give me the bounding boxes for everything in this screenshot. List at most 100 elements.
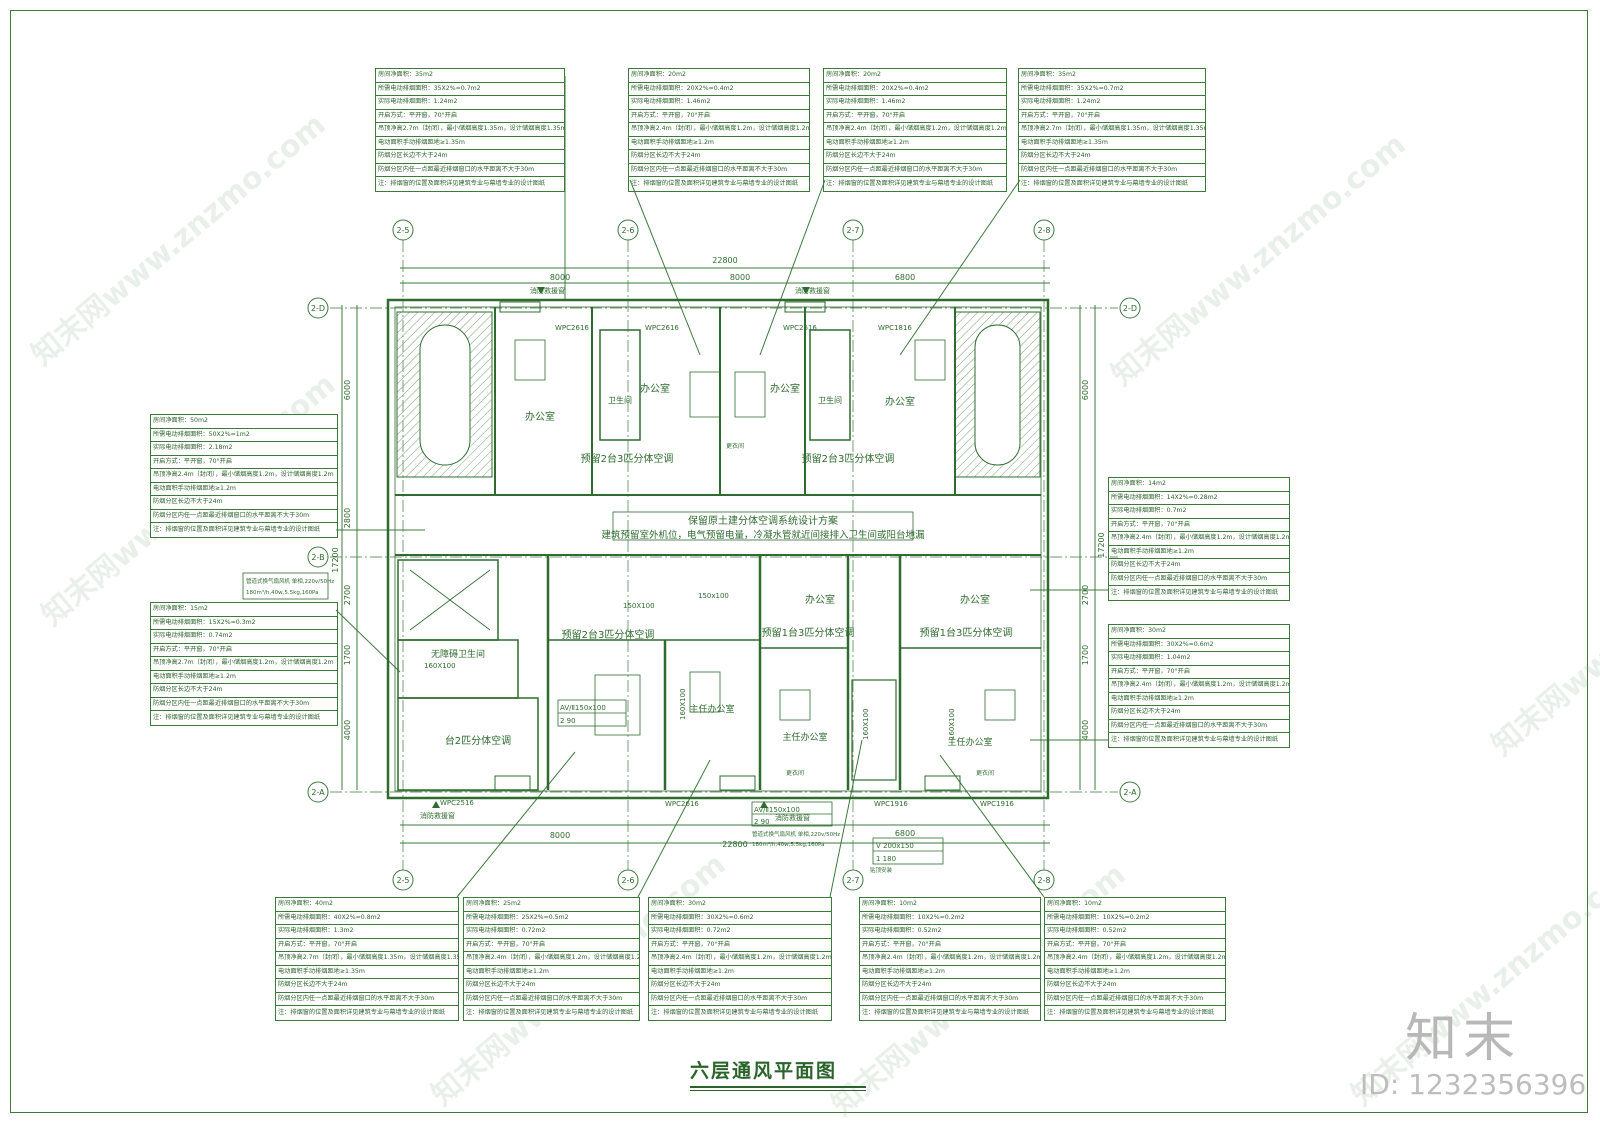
- spec-row: 实际电动排烟面积：0.52m2: [860, 925, 1040, 939]
- spec-row: 电动面积手动排烟距地≥1.35m: [276, 966, 458, 979]
- spec-row: 实际电动排烟面积：1.46m2: [629, 96, 809, 110]
- spec-row: 防烟分区长边不大于24m: [151, 496, 337, 510]
- spec-row: 吊顶净高2.4m（封闭），最小储烟高度1.2m，设计储烟高度1.2m: [1109, 679, 1289, 693]
- axis-label: 2-D: [311, 304, 325, 313]
- spec-row: 吊顶净高2.4m（封闭），最小储烟高度1.2m，设计储烟高度1.2m: [1045, 952, 1225, 966]
- ac-note: 预留2台3匹分体空调: [562, 628, 655, 641]
- spec-row: 防烟分区内任一点距最近排烟窗口的水平距离不大于30m: [1045, 993, 1225, 1006]
- spec-row: 防烟分区内任一点距最近排烟窗口的水平距离不大于30m: [151, 698, 337, 711]
- spec-row: 注：排烟窗的位置及面积详见建筑专业与幕墙专业的设计图纸: [378, 179, 546, 187]
- spec-row: 房间净面积：20m2: [629, 69, 809, 83]
- dimension-label: 8000: [550, 273, 570, 282]
- id-label: ID: 1232356396: [1360, 1068, 1587, 1101]
- spec-row: 开启方式：平开窗，70°开启: [629, 110, 809, 123]
- dimension-label: 2700: [343, 585, 352, 605]
- axis-label: 2-5: [396, 876, 409, 885]
- spec-row: 防烟分区长边不大于24m: [1045, 979, 1225, 993]
- av-label: 2 90: [754, 818, 770, 826]
- fan-spec: 管道式换气扇风机 单相,220v/50Hz: [246, 577, 334, 585]
- spec-row: 电动面积手动排烟距地≥1.2m: [860, 966, 1040, 979]
- spec-row: 吊顶净高2.4m（封闭），最小储烟高度1.2m，设计储烟高度1.2m: [151, 469, 337, 483]
- spec-row: 开启方式：平开窗，70°开启: [151, 456, 337, 469]
- drawing-title: 六层通风平面图: [690, 1060, 838, 1082]
- room-label-accessible-toilet: 无障碍卫生间: [431, 648, 485, 660]
- spec-row: 房间净面积：30m2: [649, 898, 831, 912]
- spec-row: 防烟分区内任一点距最近排烟窗口的水平距离不大于30m: [376, 164, 564, 177]
- spec-row: 注：排烟窗的位置及面积详见建筑专业与幕墙专业的设计图纸: [153, 525, 321, 533]
- room-label-office: 办公室: [770, 382, 800, 395]
- room-label-office: 办公室: [525, 410, 555, 423]
- spec-row: 电动面积手动排烟距地≥1.35m: [1019, 137, 1205, 150]
- spec-row: 防烟分区内任一点距最近排烟窗口的水平距离不大于30m: [1109, 720, 1289, 733]
- spec-row: 开启方式：平开窗，70°开启: [649, 939, 831, 952]
- spec-row: 吊顶净高2.4m（封闭），最小储烟高度1.2m，设计储烟高度1.2m: [649, 952, 831, 966]
- room-label-toilet: 卫生间: [818, 395, 842, 405]
- spec-row: 所需电动排烟面积：30X2%=0.6m2: [1109, 639, 1289, 652]
- spec-row: 电动面积手动排烟距地≥1.2m: [824, 137, 1006, 150]
- axis-label: 2-A: [311, 788, 325, 797]
- spec-row: 所需电动排烟面积：14X2%=0.28m2: [1109, 492, 1289, 505]
- spec-row: 开启方式：平开窗，70°开启: [151, 644, 337, 657]
- spec-row: 防烟分区内任一点距最近排烟窗口的水平距离不大于30m: [824, 164, 1006, 177]
- spec-row: 实际电动排烟面积：2.18m2: [151, 442, 337, 456]
- dimension-label: 2700: [1081, 585, 1090, 605]
- dimension-label: 6800: [895, 273, 915, 282]
- title-underline: [690, 1090, 866, 1091]
- room-label-dressing: 更衣间: [786, 769, 804, 777]
- spec-row: 防烟分区长边不大于24m: [824, 150, 1006, 164]
- room-label-office: 办公室: [885, 395, 915, 408]
- room-label-office: 办公室: [640, 382, 670, 395]
- spec-row: 防烟分区内任一点距最近排烟窗口的水平距离不大于30m: [629, 164, 809, 177]
- av-label: 2 90: [560, 717, 576, 725]
- duct-label: 160X100: [424, 662, 456, 670]
- ac-note: 预留2台3匹分体空调: [802, 452, 895, 465]
- dimension-label: 8000: [550, 831, 570, 840]
- spec-row: 房间净面积：25m2: [464, 898, 639, 912]
- spec-row: 防烟分区长边不大于24m: [376, 150, 564, 164]
- spec-row: 实际电动排烟面积：0.74m2: [151, 630, 337, 644]
- dimension-label: 22800: [712, 256, 737, 265]
- spec-row: 所需电动排烟面积：20X2%=0.4m2: [824, 83, 1006, 96]
- spec-row: 开启方式：平开窗，70°开启: [1109, 666, 1289, 679]
- axis-label: 2-B: [311, 553, 324, 562]
- spec-row: 所需电动排烟面积：30X2%=0.6m2: [649, 912, 831, 925]
- room-label-director: 主任办公室: [782, 731, 827, 743]
- av-label: AV/Ⅱ150x100: [754, 806, 800, 814]
- spec-row: 实际电动排烟面积：1.24m2: [1019, 96, 1205, 110]
- dimension-label: 6000: [1081, 380, 1090, 400]
- spec-row: 所需电动排烟面积：50X2%=1m2: [151, 429, 337, 442]
- design-note: 保留原土建分体空调系统设计方案: [688, 514, 838, 527]
- duct-label: 160X100: [948, 708, 956, 740]
- spec-row: 实际电动排烟面积：1.24m2: [376, 96, 564, 110]
- spec-row: 注：排烟窗的位置及面积详见建筑专业与幕墙专业的设计图纸: [466, 1008, 634, 1016]
- spec-row: 实际电动排烟面积：1.04m2: [1109, 652, 1289, 666]
- spec-row: 防烟分区长边不大于24m: [464, 979, 639, 993]
- spec-row: 所需电动排烟面积：40X2%=0.8m2: [276, 912, 458, 925]
- spec-row: 注：排烟窗的位置及面积详见建筑专业与幕墙专业的设计图纸: [826, 179, 994, 187]
- fire-window-label: 消防救援窗: [530, 286, 565, 295]
- spec-row: 开启方式：平开窗，70°开启: [276, 939, 458, 952]
- dimension-label: 6000: [343, 380, 352, 400]
- dimension-label: 17200: [331, 547, 340, 572]
- spec-row: 所需电动排烟面积：25X2%=0.5m2: [464, 912, 639, 925]
- spec-row: 防烟分区长边不大于24m: [276, 979, 458, 993]
- v-label: V 200x150: [876, 842, 914, 850]
- spec-row: 吊顶净高2.4m（封闭），最小储烟高度1.2m，设计储烟高度1.2m: [629, 123, 809, 137]
- spec-row: 开启方式：平开窗，70°开启: [464, 939, 639, 952]
- fire-window-label: 消防救援窗: [420, 811, 455, 820]
- fan-spec: 管道式换气扇风机 单相,220v/50Hz: [752, 830, 840, 838]
- spec-row: 注：排烟窗的位置及面积详见建筑专业与幕墙专业的设计图纸: [278, 1008, 446, 1016]
- spec-row: 电动面积手动排烟距地≥1.2m: [649, 966, 831, 979]
- v-label: 1 180: [876, 855, 896, 863]
- spec-row: 实际电动排烟面积：1.3m2: [276, 925, 458, 939]
- axis-label: 2-7: [846, 226, 859, 235]
- window-label: WPC1916: [980, 800, 1014, 808]
- duct-label: 160X100: [679, 688, 687, 720]
- spec-row: 注：排烟窗的位置及面积详见建筑专业与幕墙专业的设计图纸: [1047, 1008, 1215, 1016]
